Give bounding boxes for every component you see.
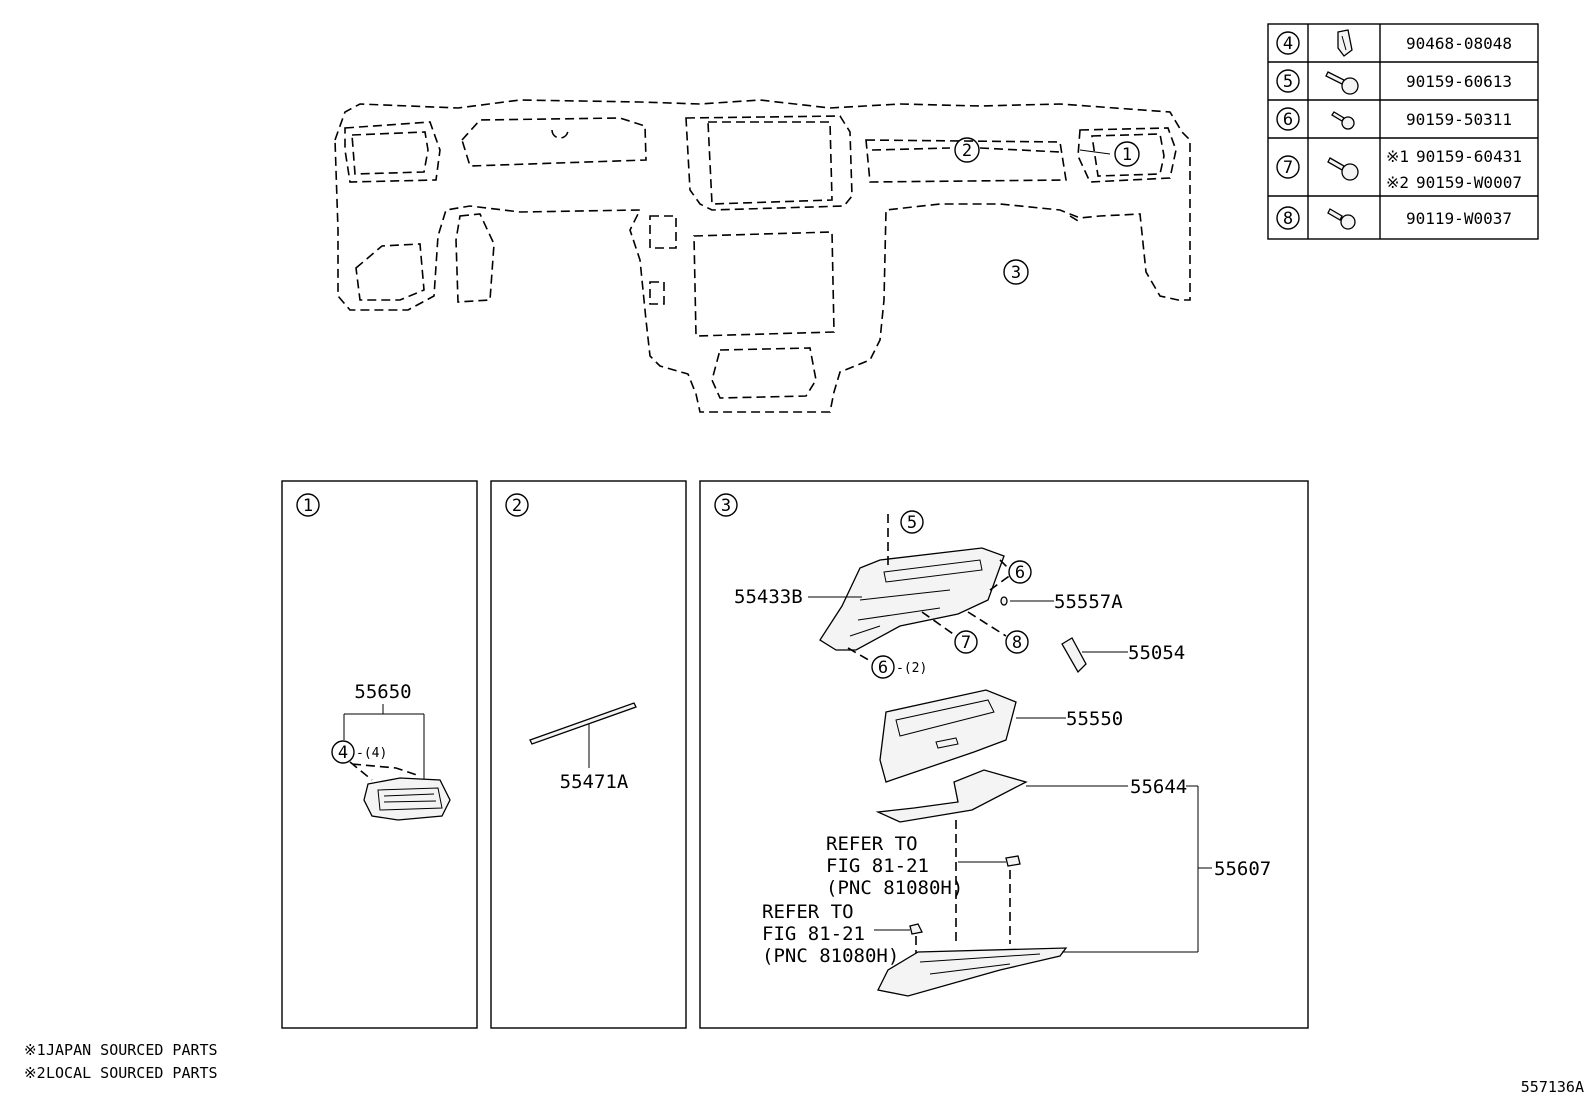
svg-text:4: 4 [338, 743, 348, 763]
callout-1-main: 1 [1114, 141, 1140, 167]
refer-note-2-line2: FIG 81-21 [762, 923, 865, 945]
svg-text:1: 1 [303, 496, 313, 516]
part-number-55607: 55607 [1214, 858, 1271, 880]
svg-text:6: 6 [1283, 110, 1293, 130]
clip-icon [1337, 29, 1353, 57]
svg-text:90468-08048: 90468-08048 [1406, 34, 1512, 53]
svg-text:3: 3 [1011, 263, 1021, 283]
bolt-icon [1327, 208, 1356, 230]
table-row: 4 90468-08048 [1276, 29, 1512, 57]
svg-text:8: 8 [1012, 633, 1022, 653]
glovebox-door [879, 689, 1017, 783]
svg-text:6: 6 [1015, 563, 1025, 583]
svg-text:90119-W0037: 90119-W0037 [1406, 209, 1512, 228]
callout-4: 4 [331, 740, 355, 764]
insulator-pad [875, 769, 1028, 823]
footnote-2-mark: ※2 [24, 1064, 46, 1082]
refer-note-1-line1: REFER TO [826, 833, 918, 855]
footnotes: ※1 JAPAN SOURCED PARTS ※2 LOCAL SOURCED … [24, 1041, 218, 1082]
svg-text:90159-50311: 90159-50311 [1406, 110, 1512, 129]
svg-text:7: 7 [1283, 158, 1293, 178]
callout-6-lower: 6 [871, 655, 895, 679]
svg-text:90159-60613: 90159-60613 [1406, 72, 1512, 91]
lower-cover [877, 947, 1068, 997]
callout-8: 8 [1005, 630, 1029, 654]
svg-text:※1: ※1 [1386, 147, 1409, 166]
callout-2-main: 2 [954, 137, 980, 163]
callout-3-main: 3 [1003, 259, 1029, 285]
part-number-55054: 55054 [1128, 642, 1185, 664]
figure-id: 557136A [1521, 1078, 1584, 1096]
panel-1: 1 55650 4 -(4) [281, 480, 478, 1029]
register-vent [363, 777, 451, 821]
svg-text:-(4): -(4) [356, 746, 387, 761]
svg-text:2: 2 [512, 496, 522, 516]
svg-text:1: 1 [1122, 145, 1132, 165]
molding-strip [529, 702, 637, 745]
table-row: 7 ※1 90159-60431 ※2 90159-W0007 [1276, 147, 1522, 192]
small-screw-icon [1331, 111, 1355, 130]
part-number-55650: 55650 [354, 681, 411, 703]
svg-text:-(2): -(2) [896, 661, 927, 676]
svg-text:2: 2 [962, 141, 972, 161]
svg-text:7: 7 [961, 633, 971, 653]
part-number-55433B: 55433B [734, 586, 803, 608]
part-number-55557A: 55557A [1054, 591, 1123, 613]
refer-note-2-line3: (PNC 81080H) [762, 945, 899, 967]
svg-text:3: 3 [721, 496, 731, 516]
panel-2: 2 55471A [490, 480, 687, 1029]
svg-text:90159-W0007: 90159-W0007 [1416, 173, 1522, 192]
refer-note-1-line3: (PNC 81080H) [826, 877, 963, 899]
part-number-55644: 55644 [1130, 776, 1187, 798]
callout-7: 7 [954, 630, 978, 654]
svg-text:8: 8 [1283, 209, 1293, 229]
svg-text:90159-60431: 90159-60431 [1416, 147, 1522, 166]
clip-part [1005, 855, 1021, 867]
damper [1061, 637, 1087, 674]
glovebox-frame [819, 547, 1005, 651]
svg-text:4: 4 [1283, 34, 1293, 54]
part-number-55550: 55550 [1066, 708, 1123, 730]
refer-note-2-line1: REFER TO [762, 901, 854, 923]
instrument-panel-outline [334, 99, 1191, 413]
svg-text:5: 5 [1283, 72, 1293, 92]
callout-5: 5 [900, 510, 924, 534]
footnote-1-mark: ※1 [24, 1041, 46, 1059]
fastener-table: 4 90468-08048 5 90159-60613 6 [1267, 23, 1539, 240]
clip-part [909, 923, 923, 935]
refer-note-1-line2: FIG 81-21 [826, 855, 929, 877]
footnote-2-text: LOCAL SOURCED PARTS [46, 1064, 218, 1082]
svg-text:※2: ※2 [1386, 173, 1409, 192]
table-row: 8 90119-W0037 [1276, 206, 1512, 230]
footnote-1-text: JAPAN SOURCED PARTS [46, 1041, 218, 1059]
part-number-55471A: 55471A [560, 771, 629, 793]
screw-icon [1327, 157, 1359, 181]
screw-icon [1325, 71, 1359, 95]
table-row: 6 90159-50311 [1276, 107, 1512, 131]
table-row: 5 90159-60613 [1276, 69, 1512, 95]
callout-6: 6 [1008, 560, 1032, 584]
svg-text:5: 5 [907, 513, 917, 533]
panel-3: 3 5 6 6 -(2) 7 8 [699, 480, 1309, 1029]
svg-text:6: 6 [878, 658, 888, 678]
